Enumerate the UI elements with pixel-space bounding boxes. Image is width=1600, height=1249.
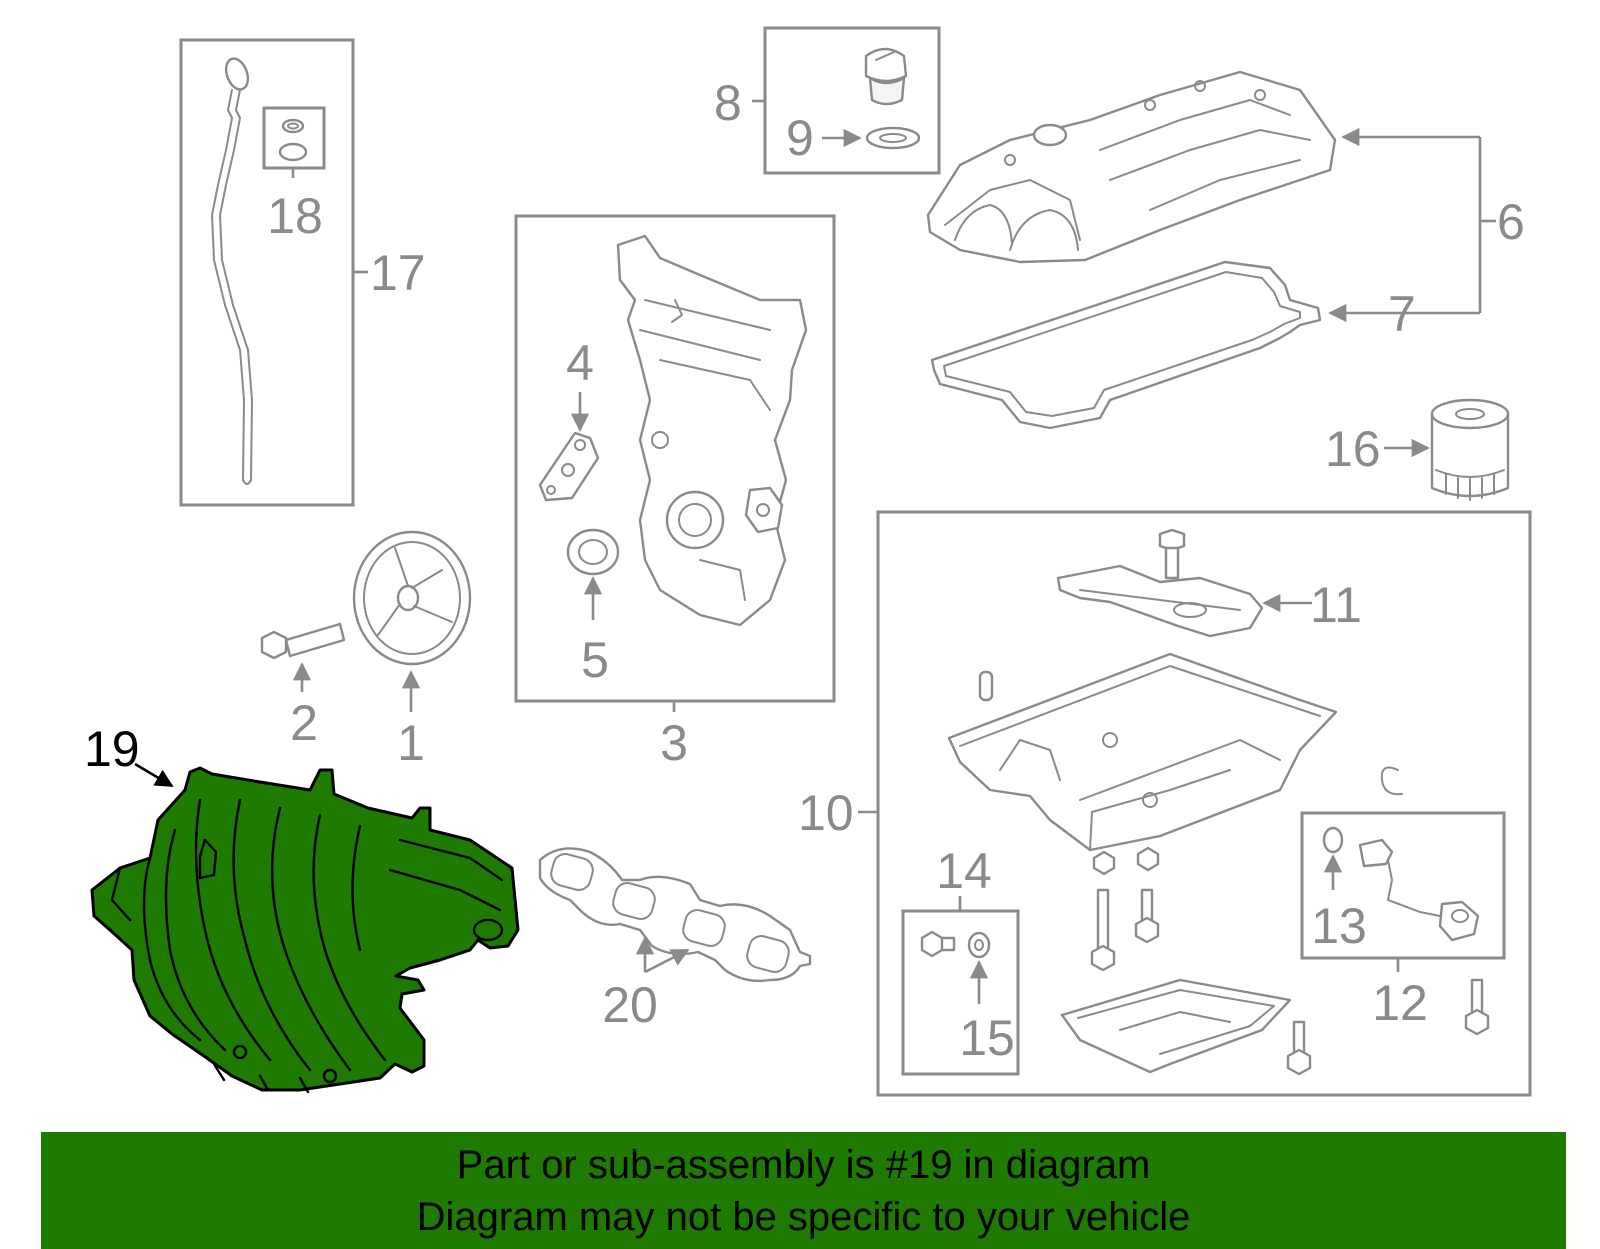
caption-banner: Part or sub-assembly is #19 in diagram D… [41,1132,1566,1249]
lower-pan-bolt-part[interactable] [1286,1020,1312,1076]
front-crank-seal-part[interactable] [566,528,620,576]
valve-cover-group: 6 7 [926,70,1525,430]
oil-sensor-kit-box [1300,811,1506,960]
oil-pan-baffle-part[interactable] [1056,564,1264,638]
crank-bolt-part[interactable] [260,622,346,660]
drain-plug-bolt-part[interactable] [920,930,956,958]
callout-15: 15 [959,1010,1015,1066]
callout-6: 6 [1497,194,1525,250]
drain-plug-part[interactable] [1092,846,1160,876]
intake-manifold-group: 19 [84,721,520,1094]
callout-19: 19 [84,721,140,777]
timing-cover-part[interactable] [616,234,808,627]
oil-cap-group: 9 8 [714,26,941,175]
intake-manifold-gasket-part[interactable] [538,847,812,983]
retaining-clip-part[interactable] [1380,766,1403,796]
callout-16: 16 [1325,421,1381,477]
dipstick-part[interactable] [211,56,253,485]
callout-3: 3 [660,715,688,771]
callout-20: 20 [602,977,658,1033]
intake-manifold-part[interactable] [90,766,520,1094]
callout-9: 9 [786,110,814,166]
callout-12: 12 [1372,975,1428,1031]
upper-oil-pan-part[interactable] [947,652,1338,852]
callout-7: 7 [1388,286,1416,342]
caption-line-2: Diagram may not be specific to your vehi… [416,1194,1191,1239]
crank-pulley-group: 1 2 [260,530,472,771]
callout-14: 14 [936,843,992,899]
callout-4: 4 [566,335,594,391]
callout-18: 18 [267,188,323,244]
dipstick-group-box [179,38,355,507]
oil-filter-group: 16 [1325,398,1510,501]
sensor-o-ring-part[interactable] [1322,826,1344,854]
baffle-bolt-part[interactable] [1158,528,1186,580]
dipstick-group: 18 17 [179,38,426,507]
oil-pan-group-box [876,510,1532,1097]
sensor-bolt-part[interactable] [1464,978,1490,1036]
callout-10: 10 [798,785,854,841]
oil-cap-seal-part[interactable] [865,126,921,150]
callout-13: 13 [1311,898,1367,954]
valve-cover-part[interactable] [926,70,1337,264]
oil-pan-group: 10 11 [798,510,1532,1097]
water-pump-gasket-part[interactable] [538,431,600,502]
dowel-pin-part[interactable] [978,670,994,702]
drain-plug-washer-part[interactable] [967,931,991,959]
callout-17: 17 [370,245,426,301]
oil-pan-bolt-part[interactable] [1090,888,1160,972]
oil-level-sensor-part[interactable] [1358,838,1480,942]
callout-5: 5 [581,632,609,688]
intake-gasket-group: 20 [538,847,812,1033]
dipstick-seal-part[interactable] [278,118,308,162]
callout-8: 8 [714,75,742,131]
valve-cover-gasket-part[interactable] [930,260,1322,430]
oil-fill-cap-part[interactable] [864,47,908,106]
callout-1: 1 [397,715,425,771]
crank-pulley-part[interactable] [352,530,472,666]
timing-cover-group: 4 5 3 [514,214,836,771]
callout-11: 11 [1310,577,1362,633]
callout-2: 2 [290,695,318,751]
lower-oil-pan-part[interactable] [1060,978,1292,1074]
oil-filter-part[interactable] [1430,398,1510,501]
caption-line-1: Part or sub-assembly is #19 in diagram [456,1142,1151,1187]
